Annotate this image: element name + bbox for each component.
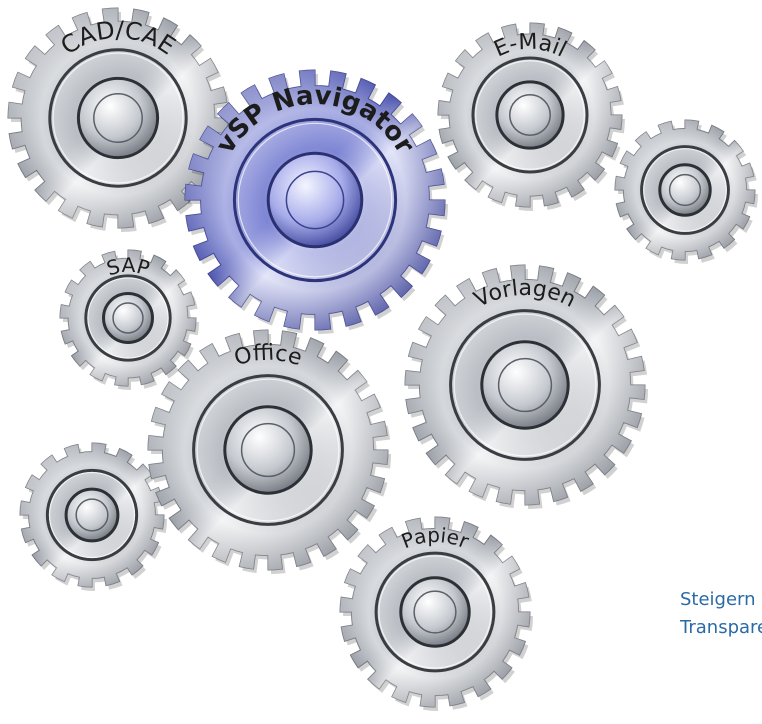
gear-cad: [7, 7, 231, 232]
tagline-line-2: Transparenz in: [680, 617, 762, 638]
gear-label-sap: SAP: [104, 253, 153, 281]
tagline: Steigern Sie di Transparenz in: [680, 586, 762, 642]
gear-vsp: [184, 69, 448, 334]
gear-small-right: [614, 119, 758, 264]
gear-sap: [59, 249, 199, 390]
gear-email: [437, 22, 625, 211]
gear-office: [147, 329, 391, 574]
tagline-line-1: Steigern Sie di: [680, 589, 762, 610]
gear-vorlagen: [404, 264, 648, 509]
gear-papier: [339, 516, 533, 711]
gear-small-left: [19, 442, 167, 591]
